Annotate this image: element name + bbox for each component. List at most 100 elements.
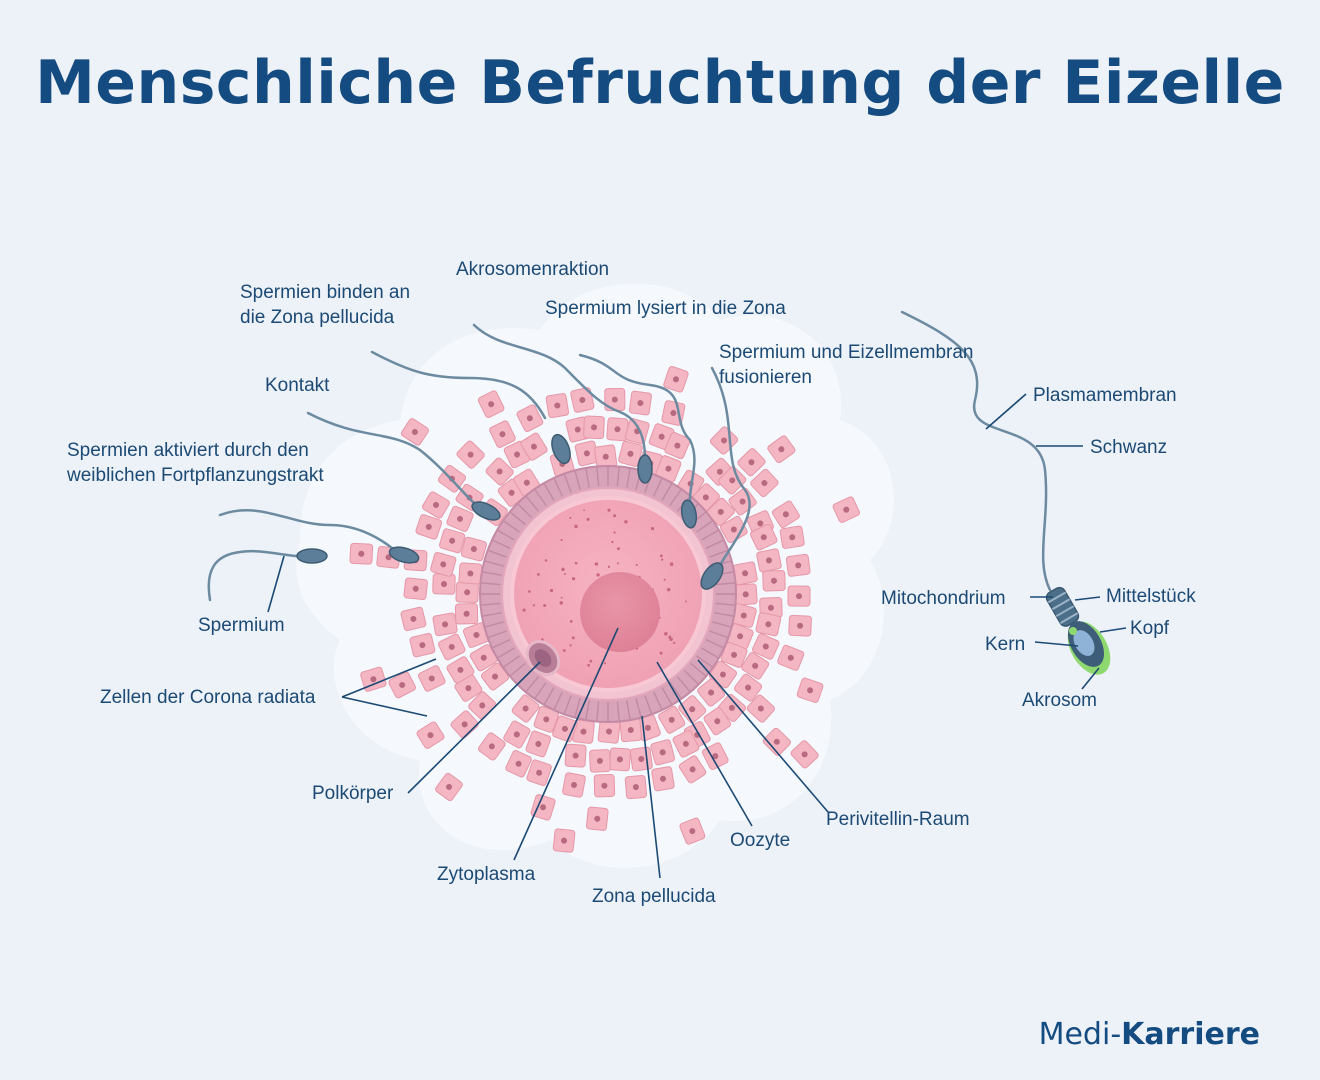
- corona-cell: [400, 606, 427, 632]
- zona-stripe: [574, 471, 581, 490]
- zona-stripe: [635, 698, 642, 717]
- brand-logo: Medi-Karriere: [1039, 1017, 1260, 1052]
- corona-cell: [432, 573, 456, 595]
- zona-stripe: [626, 468, 631, 488]
- corona-cell: [624, 775, 648, 800]
- corona-cell: [650, 739, 675, 766]
- corona-cell: [706, 497, 735, 526]
- corona-cell: [678, 755, 707, 784]
- zona-stripe: [690, 662, 706, 677]
- cytoplasm-granule: [574, 524, 578, 529]
- corona-cell: [785, 553, 811, 577]
- sperm-head-5: [637, 454, 653, 484]
- logo-part1: Medi: [1038, 1017, 1111, 1052]
- zona-stripe: [669, 489, 682, 506]
- corona-cell: [741, 652, 770, 680]
- zona-stripe: [596, 701, 600, 721]
- logo-part2: Karriere: [1121, 1017, 1260, 1052]
- zona-stripe: [585, 468, 590, 488]
- zona-stripe: [709, 549, 728, 558]
- sperm-centriole: [1069, 627, 1077, 635]
- corona-cell: [664, 431, 691, 460]
- corona-cell: [454, 674, 483, 702]
- cytoplasm-granule: [635, 563, 638, 566]
- cytoplasm-granule: [673, 641, 676, 644]
- cytoplasm-granule: [571, 636, 575, 640]
- corona-cell: [752, 633, 780, 660]
- cytoplasm-granule: [596, 573, 600, 577]
- cytoplasm-granule: [541, 638, 544, 641]
- corona-cell: [718, 466, 747, 495]
- sperm-tail-5: [472, 323, 647, 460]
- label-spermium: Spermium: [198, 615, 285, 636]
- page-title: Menschliche Befruchtung der Eizelle: [35, 48, 1285, 118]
- zona-stripe: [616, 701, 620, 721]
- zona-stripe: [661, 687, 673, 705]
- corona-cell: [562, 772, 586, 798]
- sperm-tail-4: [370, 350, 547, 420]
- corona-cell: [655, 455, 682, 483]
- leader-corona: [341, 658, 437, 717]
- cytoplasm-granule: [669, 562, 674, 566]
- zona-stripe: [503, 655, 520, 668]
- label-lysiert: Spermium lysiert in die Zona: [545, 298, 786, 319]
- label-kontakt: Kontakt: [265, 375, 330, 396]
- cytoplasm-granule: [664, 632, 668, 636]
- zona-stripe: [653, 478, 663, 497]
- zona-stripe: [596, 467, 600, 487]
- corona-cell: [409, 632, 436, 658]
- leader-spermium: [267, 555, 285, 613]
- label-corona: Zellen der Corona radiata: [100, 687, 316, 708]
- sperm-head-7: [700, 562, 724, 590]
- cytoplasm-granule: [661, 558, 664, 561]
- cytoplasm-granule: [543, 604, 547, 608]
- corona-cell: [777, 644, 805, 671]
- zona-stripe: [534, 489, 547, 506]
- corona-cell: [520, 432, 548, 461]
- zona-stripe: [696, 655, 713, 668]
- zona-stripe: [488, 549, 507, 558]
- corona-cell: [583, 415, 605, 440]
- leader-zytoplasma: [513, 627, 619, 861]
- label-binden-line2: die Zona pellucida: [240, 307, 395, 328]
- cytoplasm-granule: [613, 531, 616, 534]
- label-aktiviert-line2: weiblichen Fortpflanzungstrakt: [66, 465, 324, 486]
- zona-stripe: [543, 687, 555, 705]
- sperm-nucleus: [1073, 630, 1095, 656]
- sperm-tail-2: [218, 508, 394, 550]
- zona-stripe: [574, 698, 581, 717]
- sperm-head-2: [388, 546, 420, 564]
- corona-cell: [552, 828, 576, 853]
- cytoplasm-granule: [685, 600, 687, 603]
- corona-cell: [779, 525, 805, 549]
- label-oozyte: Oozyte: [730, 830, 790, 851]
- label-polkoerper: Polkörper: [312, 783, 394, 804]
- corona-cell: [388, 671, 416, 699]
- zona-stripe: [715, 582, 735, 586]
- cytoplasm-granule: [587, 663, 590, 667]
- cytoplasm-granule: [611, 540, 614, 544]
- zona-stripe: [481, 582, 501, 586]
- cytoplasm-granule: [569, 516, 572, 520]
- corona-cell: [450, 710, 479, 739]
- cytoplasm-granule: [616, 547, 620, 551]
- zona-stripe: [488, 630, 507, 639]
- zona-stripe: [705, 639, 724, 649]
- corona-cell: [462, 622, 490, 648]
- cytoplasm-granule: [528, 590, 531, 593]
- zona-stripe: [481, 602, 501, 606]
- cytoplasm-granule: [663, 578, 666, 581]
- corona-cell: [574, 440, 599, 467]
- corona-cell: [511, 694, 540, 723]
- cytoplasm-granule: [560, 538, 563, 542]
- label-perivitellin: Perivitellin-Raum: [826, 809, 970, 830]
- zona-stripe: [482, 571, 502, 576]
- zona-stripe: [585, 700, 590, 720]
- corona-cell: [446, 505, 474, 532]
- zona-stripe: [553, 478, 563, 497]
- sperm-head-1: [296, 548, 328, 564]
- corona-cell: [545, 393, 570, 419]
- leader-kern: [1034, 641, 1079, 647]
- corona-cell: [526, 759, 552, 787]
- zona-stripe: [676, 676, 691, 692]
